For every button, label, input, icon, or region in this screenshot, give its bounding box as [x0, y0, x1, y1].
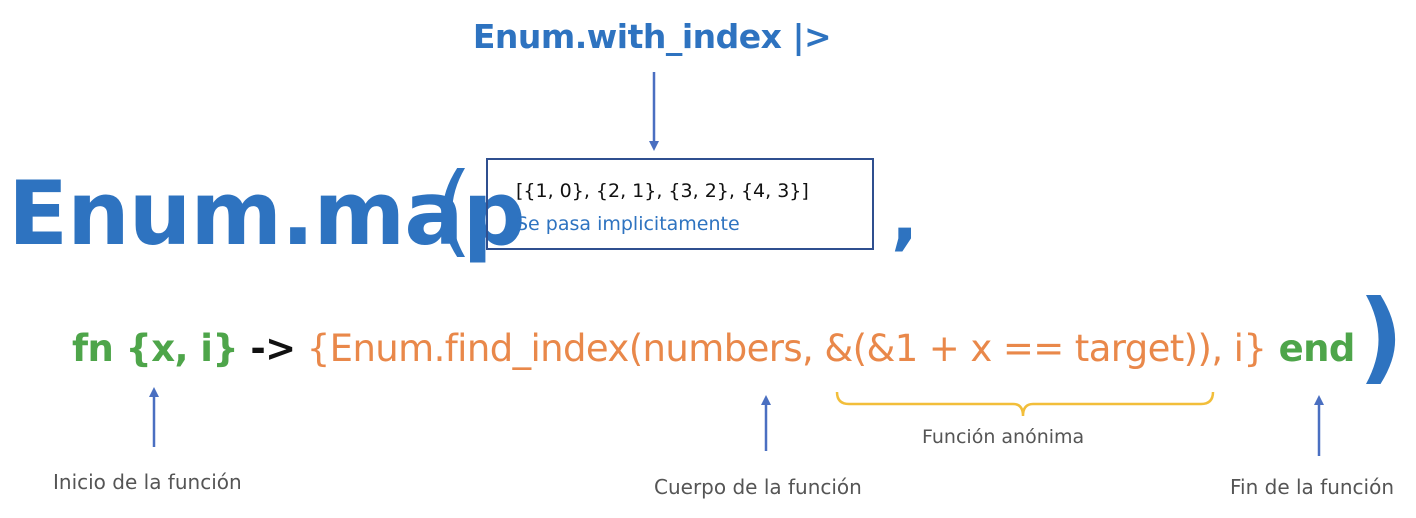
argument-value: [{1, 0}, {2, 1}, {3, 2}, {4, 3}]: [516, 180, 809, 202]
anonymous-function: &(&1 + x == target)): [824, 327, 1212, 370]
fn-params: {x, i}: [113, 327, 239, 370]
code-line: fn {x, i} -> {Enum.find_index(numbers, &…: [72, 330, 1355, 367]
argument-box: [{1, 0}, {2, 1}, {3, 2}, {4, 3}] Se pasa…: [486, 158, 874, 250]
fn-body-start: {Enum.find_index(numbers,: [295, 327, 825, 370]
function-body-label: Cuerpo de la función: [654, 475, 862, 499]
function-start-label: Inicio de la función: [53, 470, 242, 494]
end-keyword: end: [1266, 327, 1356, 370]
argument-note: Se pasa implicitamente: [516, 213, 740, 235]
comma: ,: [891, 174, 919, 258]
fn-arrow: ->: [238, 327, 296, 370]
function-end-label: Fin de la función: [1230, 475, 1395, 499]
anonymous-function-brace: [835, 391, 1215, 417]
anonymous-function-label: Función anónima: [922, 426, 1085, 448]
pipe-label: Enum.with_index |>: [472, 17, 832, 56]
close-paren: ): [1358, 278, 1404, 395]
enum-map-function: Enum.map: [8, 162, 526, 265]
open-paren: (: [434, 151, 474, 268]
fn-body-end: , i}: [1211, 327, 1267, 370]
fn-keyword: fn: [72, 327, 114, 370]
